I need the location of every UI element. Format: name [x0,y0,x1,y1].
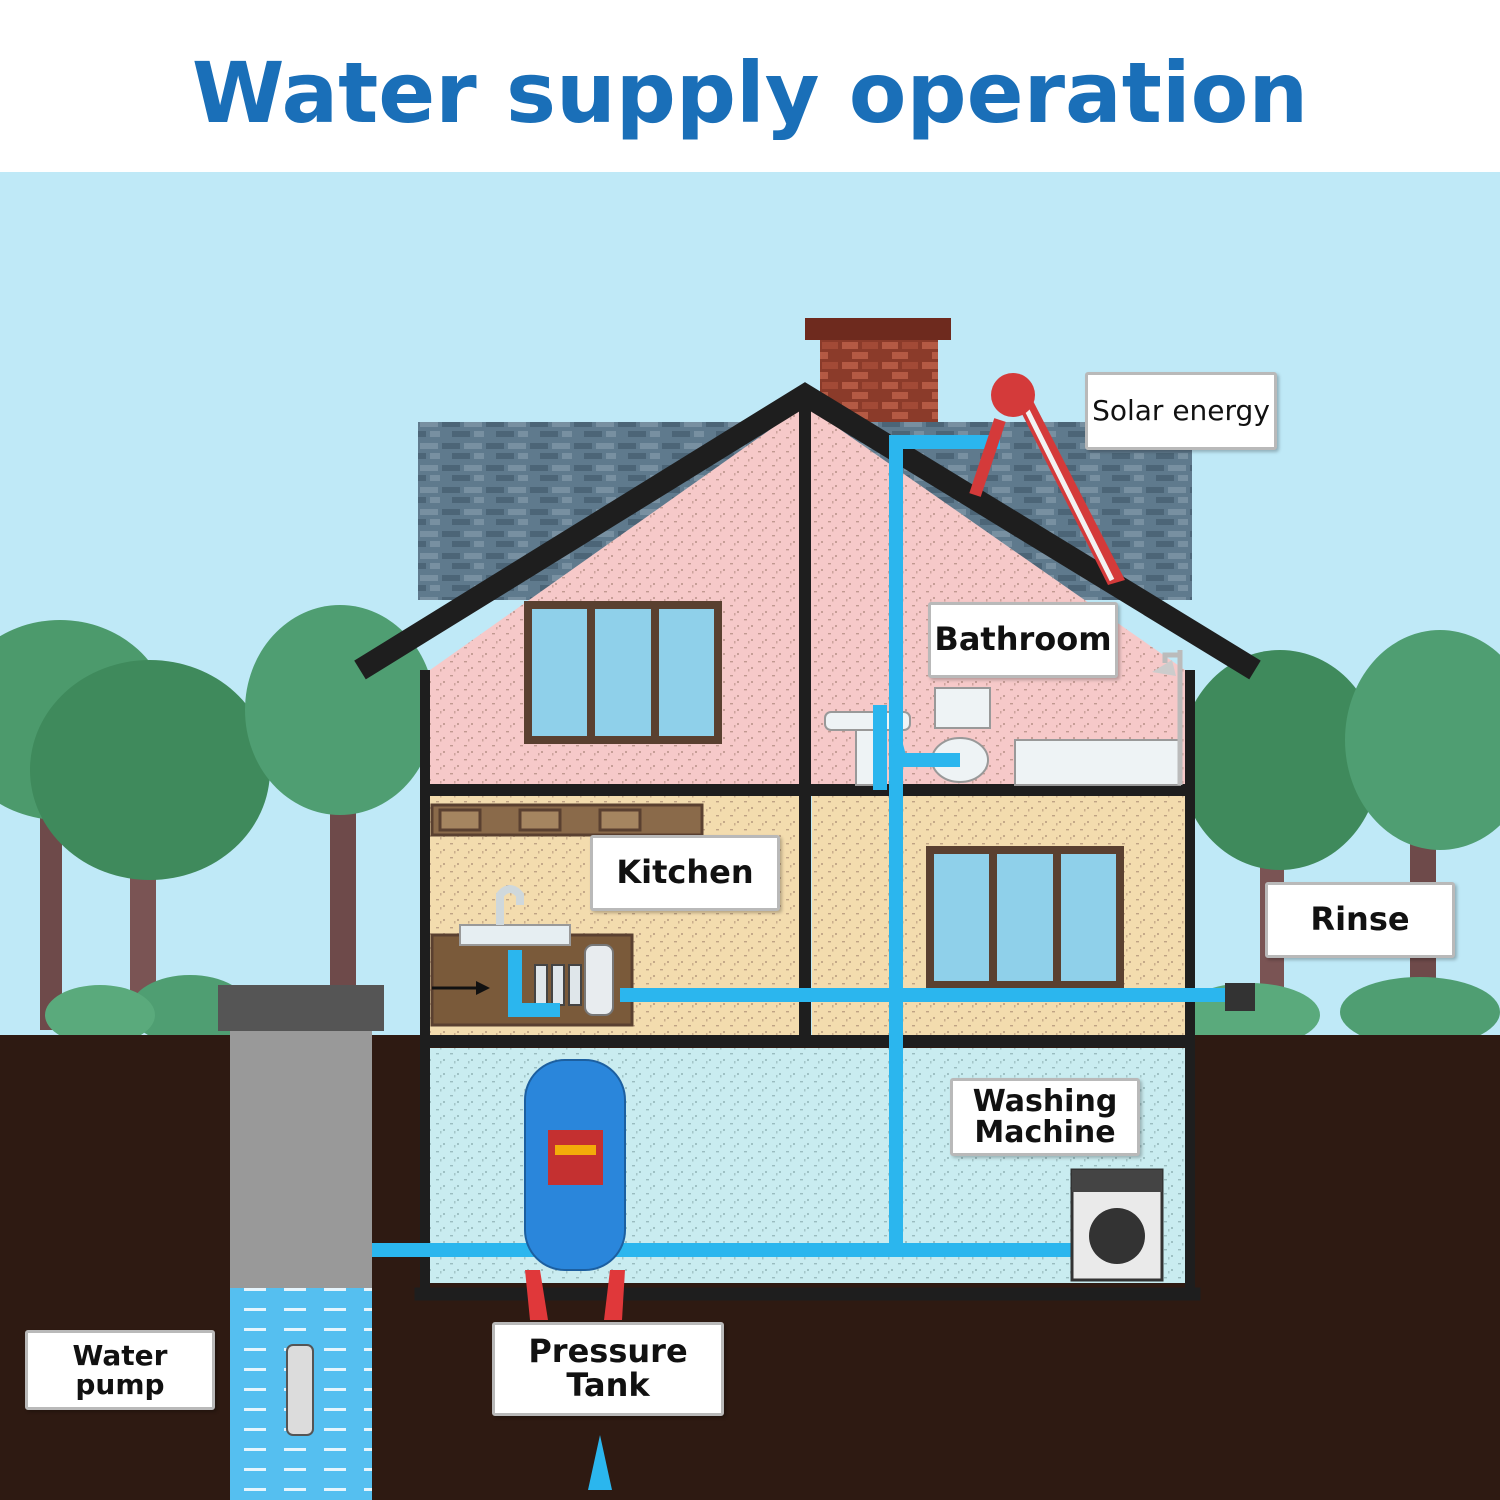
label-solar-energy: Solar energy [1085,372,1277,450]
submersible-pump-icon [286,1344,314,1436]
rinse-tap [1225,983,1255,1011]
label-bathroom: Bathroom [928,602,1118,678]
washing-machine-icon [1070,1168,1164,1282]
label-washing-machine: Washing Machine [950,1078,1140,1156]
window-upper [524,601,722,744]
label-water-pump: Water pump [25,1330,215,1410]
shower-head-icon [1152,650,1183,785]
water-droplet-icon [588,1435,612,1490]
label-pressure-tank: Pressure Tank [492,1322,724,1416]
water-well [218,985,384,1500]
solar-heater [969,373,1125,585]
kitchen-sink [459,885,571,946]
label-rinse: Rinse [1265,882,1455,958]
flow-arrow-icon [432,981,490,995]
chimney-cap [805,318,951,340]
label-kitchen: Kitchen [590,835,780,911]
water-filter-unit [534,944,614,1016]
diagram-title: Water supply operation diagram [191,44,1309,272]
bathroom-sink [824,711,911,786]
water-supply-illustration [0,172,1500,1500]
bathtub [1014,739,1181,786]
window-middle [926,846,1124,989]
pressure-tank [524,1059,626,1320]
